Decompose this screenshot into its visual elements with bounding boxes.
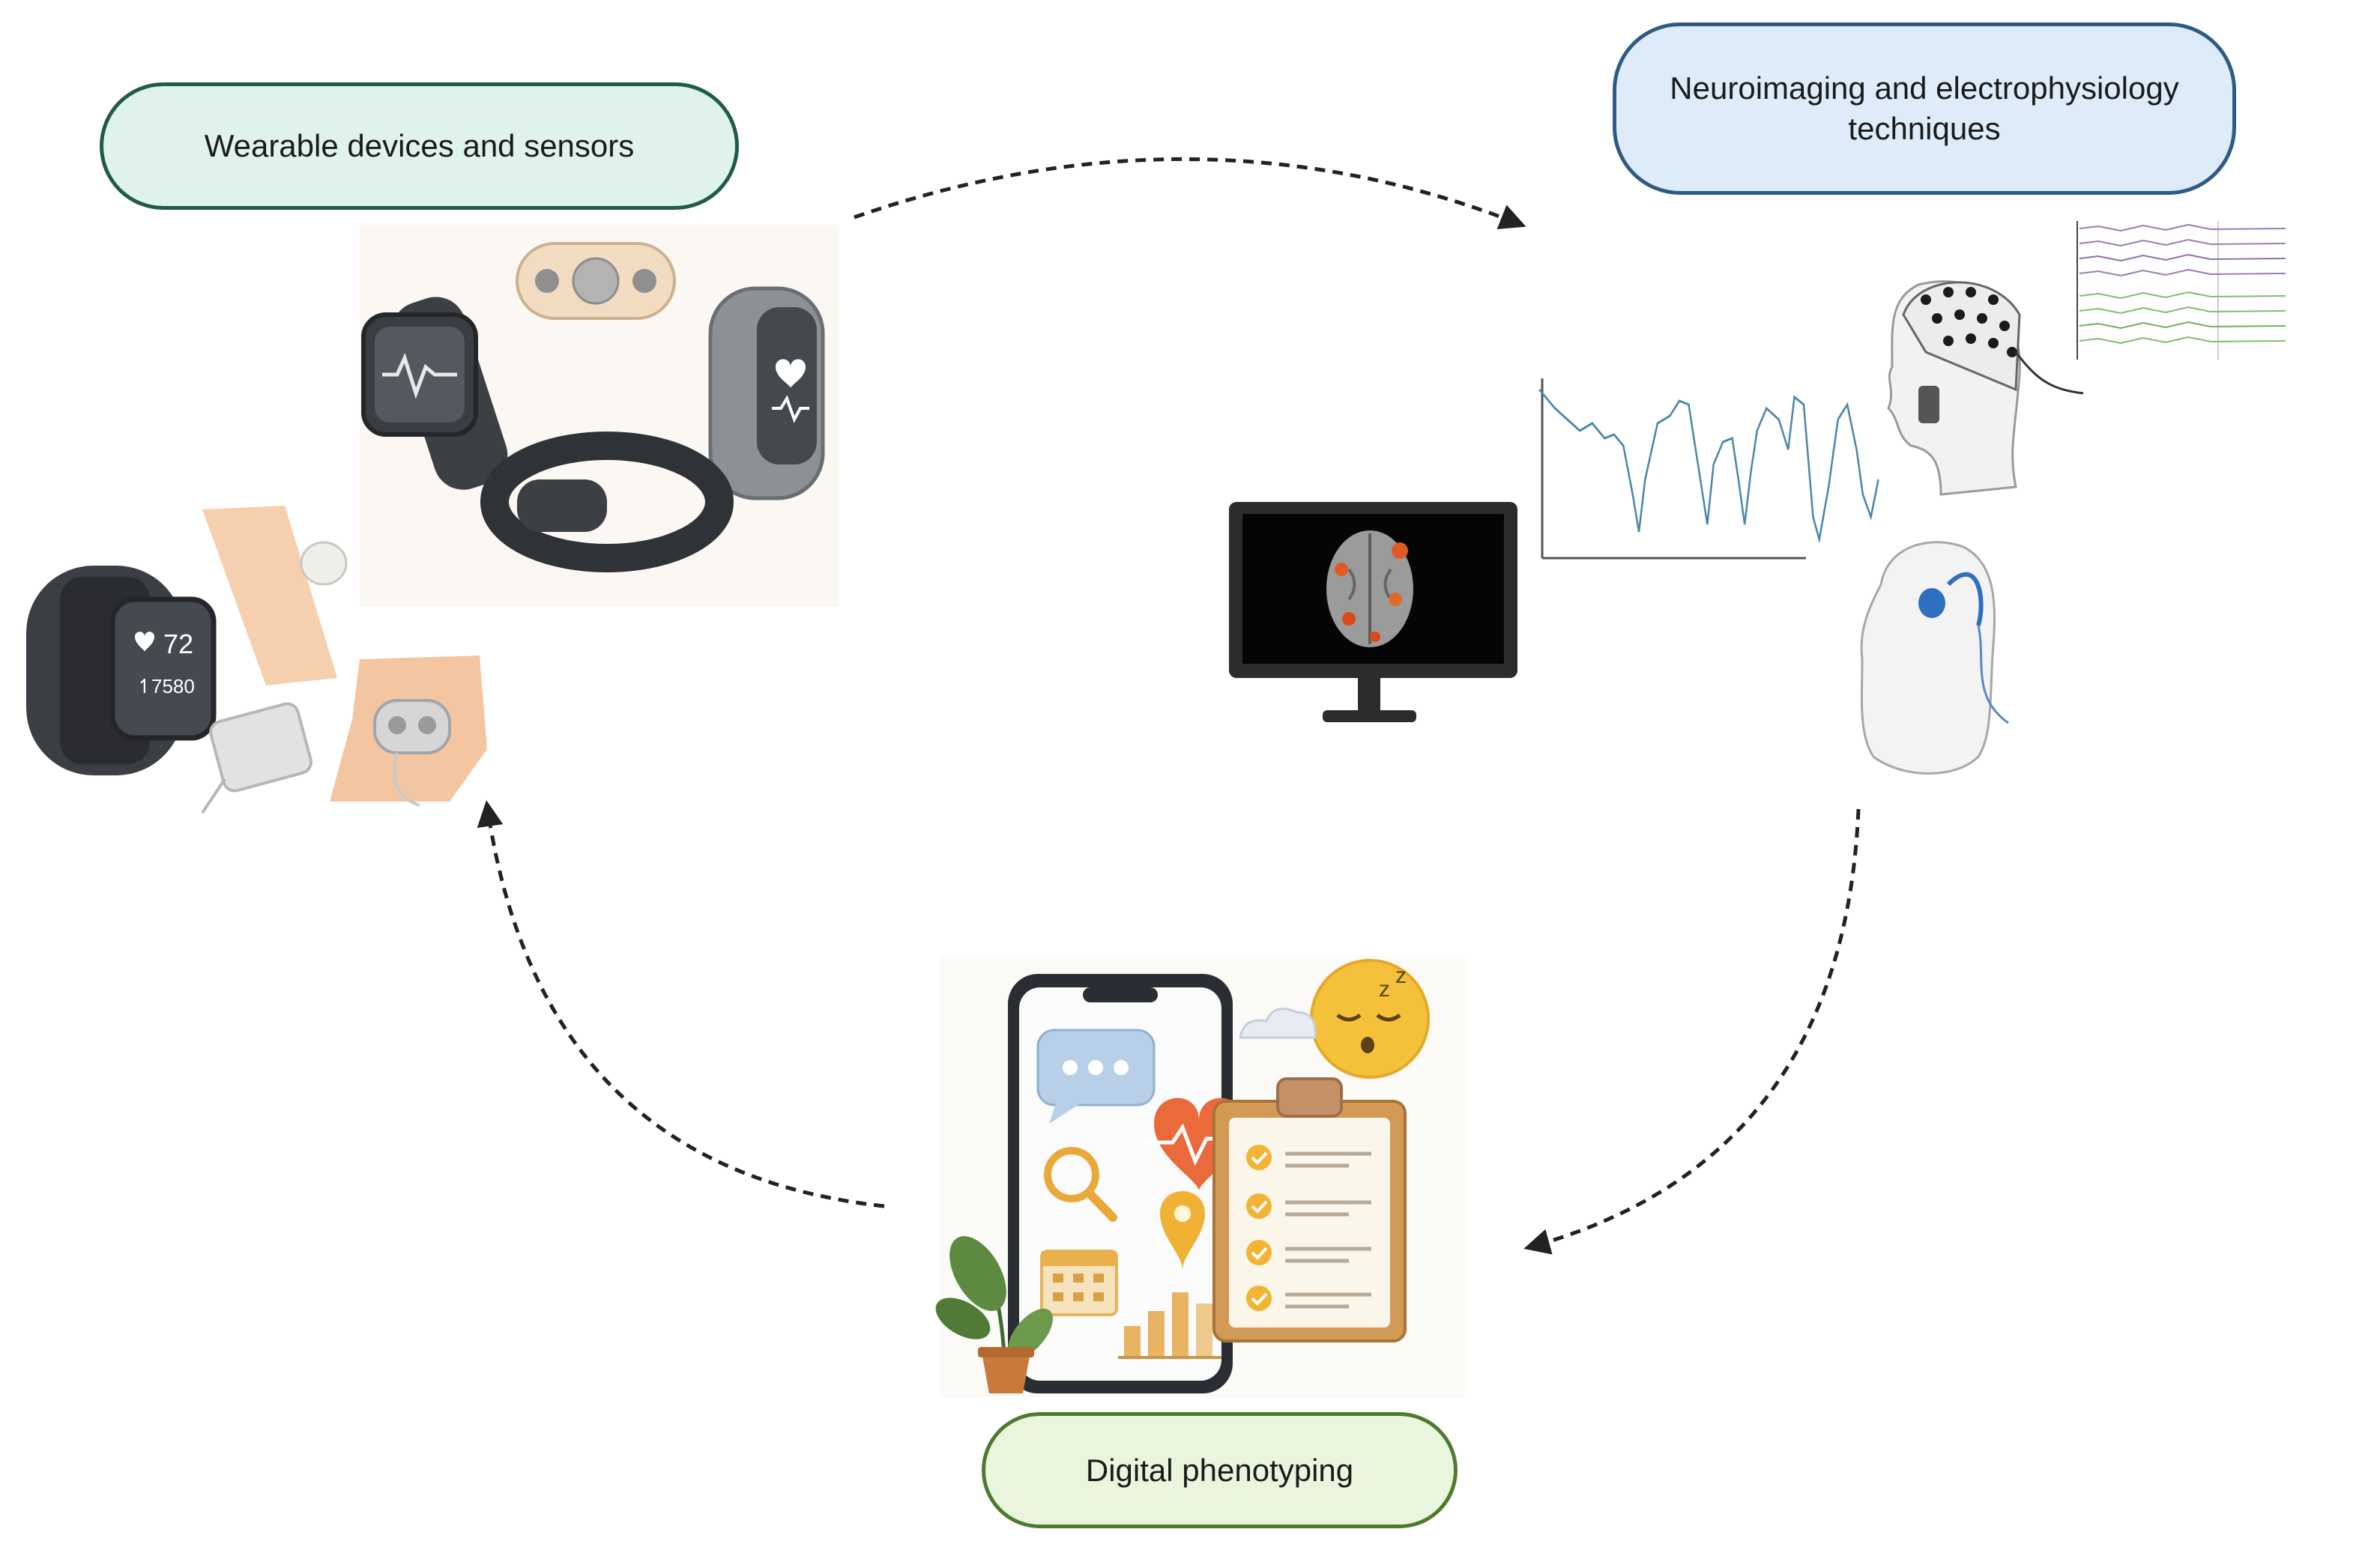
svg-text:z: z (1395, 963, 1407, 988)
svg-text:↿: ↿ (136, 675, 153, 697)
neuroimaging-text-line1: Neuroimaging and electrophysiology (1670, 70, 2179, 106)
arrow-digital-to-wearable (477, 800, 885, 1208)
calendar-icon (1040, 1250, 1118, 1316)
cloud-icon (1239, 1008, 1317, 1039)
bar-chart-icon (1118, 1292, 1221, 1359)
arrow-neuro-to-digital (1523, 808, 1861, 1255)
heart-rate-value: 72 (163, 629, 193, 659)
sensor-patch-icon (516, 242, 676, 320)
wearable-devices-label: Wearable devices and sensors (100, 82, 739, 210)
digital-phenotyping-label: Digital phenotyping (982, 1412, 1458, 1528)
svg-text:z: z (1379, 977, 1390, 1002)
smartwatch-display-icon: 72 ↿ 7580 (26, 566, 217, 775)
electrode-pad-icon (201, 702, 313, 814)
digital-phenotyping-text: Digital phenotyping (1085, 1452, 1354, 1488)
steps-value: 7580 (151, 675, 195, 697)
neuroimaging-label: Neuroimaging and electrophysiology techn… (1613, 22, 2236, 195)
wearable-devices-text: Wearable devices and sensors (204, 128, 635, 163)
location-pin-icon (1160, 1191, 1205, 1270)
monitor-brain-scan-icon (1229, 502, 1517, 722)
eeg-trace-chart-icon (2076, 217, 2293, 367)
eeg-cap-head-icon (1887, 280, 2084, 496)
neuroimaging-text-line2: techniques (1848, 111, 2001, 146)
chat-bubble-icon (1036, 1029, 1156, 1124)
clipboard-checklist-icon (1212, 1077, 1407, 1342)
search-icon (1044, 1147, 1117, 1222)
arm-illustration (202, 506, 337, 685)
chest-strap-icon (480, 432, 734, 572)
skin-sensor-icon (300, 541, 348, 586)
smartwatch-icon (361, 297, 508, 490)
fitness-band-icon (708, 286, 825, 500)
arrow-wearable-to-neuro (854, 157, 1526, 229)
leg-sensor-illustration (330, 656, 487, 807)
spectrum-chart-icon (1538, 378, 1879, 560)
plant-icon (935, 1236, 1053, 1393)
ear-electrode-head-icon (1860, 541, 2009, 775)
sleep-face-icon: z z (1310, 959, 1430, 1079)
